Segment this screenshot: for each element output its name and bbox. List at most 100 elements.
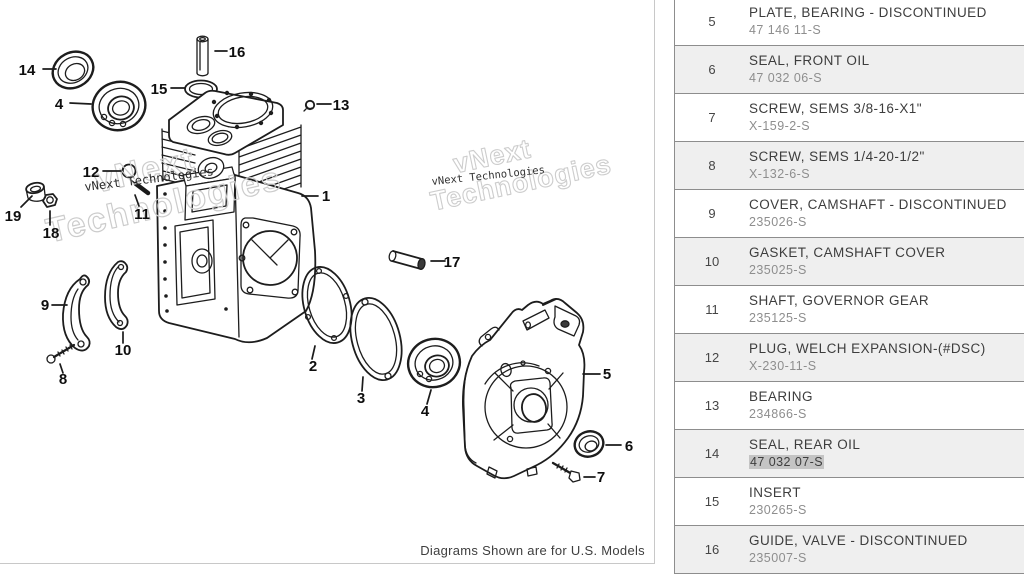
part-number: 235026-S xyxy=(749,215,807,229)
callout-leader-line xyxy=(69,102,92,105)
part-16-valve-guide-illustration xyxy=(196,35,209,77)
part-ref-number: 7 xyxy=(708,110,716,125)
callout-label: 2 xyxy=(309,358,317,375)
part-description-cell: SHAFT, GOVERNOR GEAR 235125-S xyxy=(749,286,1024,333)
part-number: X-132-6-S xyxy=(749,167,811,181)
callout-label: 18 xyxy=(43,225,60,242)
callout-label: 11 xyxy=(134,206,150,223)
table-row[interactable]: 8 SCREW, SEMS 1/4-20-1/2" X-132-6-S xyxy=(675,142,1024,190)
part-number: 47 032 06-S xyxy=(749,71,823,85)
cylinder-head-illustration xyxy=(161,89,302,208)
part-ref-number: 16 xyxy=(704,542,720,557)
part-ref-number: 11 xyxy=(705,302,719,317)
callout-label: 19 xyxy=(5,208,22,225)
part-description-cell: GASKET, CAMSHAFT COVER 235025-S xyxy=(749,238,1024,285)
callout-label: 5 xyxy=(603,366,611,383)
part-11-shaft-illustration xyxy=(131,180,151,196)
part-2-gasket-illustration xyxy=(301,266,353,344)
table-row[interactable]: 14 SEAL, REAR OIL 47 032 07-S xyxy=(675,430,1024,478)
part-number: 235007-S xyxy=(749,551,807,565)
table-row[interactable]: 11 SHAFT, GOVERNOR GEAR 235125-S xyxy=(675,286,1024,334)
part-name: GASKET, CAMSHAFT COVER xyxy=(749,245,946,260)
part-ref-number: 13 xyxy=(704,398,720,413)
part-ref-number: 14 xyxy=(704,446,720,461)
callout-leader-line xyxy=(20,195,33,208)
part-5-bearing-plate-illustration xyxy=(462,298,586,480)
callout-label: 4 xyxy=(421,403,430,420)
part-3-gasket-illustration xyxy=(349,297,403,381)
callout-label: 17 xyxy=(444,254,461,271)
part-name: PLATE, BEARING - DISCONTINUED xyxy=(749,5,987,20)
part-name: COVER, CAMSHAFT - DISCONTINUED xyxy=(749,197,1007,212)
table-row[interactable]: 13 BEARING 234866-S xyxy=(675,382,1024,430)
part-number: 234866-S xyxy=(749,407,807,421)
part-description-cell: INSERT 230265-S xyxy=(749,478,1024,525)
callout-label: 10 xyxy=(115,342,132,359)
callout-label: 15 xyxy=(151,81,168,98)
part-name: SEAL, REAR OIL xyxy=(749,437,861,452)
part-name: BEARING xyxy=(749,389,813,404)
part-14-seal-illustration xyxy=(51,50,95,90)
part-7-screw-illustration xyxy=(551,461,581,483)
part-ref-number: 6 xyxy=(708,62,716,77)
callout-label: 14 xyxy=(19,62,36,79)
part-8-screw-illustration xyxy=(46,343,76,364)
callout-leader-line xyxy=(134,194,140,207)
part-name: SCREW, SEMS 1/4-20-1/2" xyxy=(749,149,925,164)
part-number: 235125-S xyxy=(749,311,807,325)
part-description-cell: PLATE, BEARING - DISCONTINUED 47 146 11-S xyxy=(749,0,1024,45)
callout-label: 7 xyxy=(597,469,605,486)
part-19-plug-illustration xyxy=(25,181,47,202)
part-ref-number: 9 xyxy=(708,206,716,221)
exploded-engine-diagram: vNext Technologies vNext Technologies vN… xyxy=(5,35,634,486)
part-description-cell: COVER, CAMSHAFT - DISCONTINUED 235026-S xyxy=(749,190,1024,237)
callout-label: 1 xyxy=(322,188,330,205)
table-row[interactable]: 9 COVER, CAMSHAFT - DISCONTINUED 235026-S xyxy=(675,190,1024,238)
callout-leader-line xyxy=(59,363,64,374)
part-4-bearing-illustration xyxy=(91,80,147,132)
callout-label: 8 xyxy=(59,371,67,388)
part-17-pin-illustration xyxy=(388,250,426,270)
part-name: SHAFT, GOVERNOR GEAR xyxy=(749,293,930,308)
part-name: SCREW, SEMS 3/8-16-X1" xyxy=(749,101,922,116)
callout-leader-line xyxy=(311,345,316,360)
part-number: X-230-11-S xyxy=(749,359,817,373)
table-row[interactable]: 10 GASKET, CAMSHAFT COVER 235025-S xyxy=(675,238,1024,286)
callout-label: 9 xyxy=(41,297,49,314)
part-12-welch-plug-illustration xyxy=(121,163,137,179)
part-number: 47 032 07-S xyxy=(749,455,1024,469)
callout-label: 6 xyxy=(625,438,633,455)
part-ref-number: 12 xyxy=(704,350,720,365)
callout-leader-line xyxy=(361,376,364,392)
part-description-cell: PLUG, WELCH EXPANSION-(#DSC)X-230-11-S xyxy=(749,334,1024,381)
part-9-camshaft-cover-illustration xyxy=(62,274,91,352)
part-description-cell: SEAL, REAR OIL 47 032 07-S xyxy=(749,430,1024,477)
part-number: 235025-S xyxy=(749,263,807,277)
table-row[interactable]: 12 PLUG, WELCH EXPANSION-(#DSC)X-230-11-S xyxy=(675,334,1024,382)
part-ref-number: 8 xyxy=(708,158,716,173)
callout-label: 13 xyxy=(333,97,350,114)
diagram-caption: Diagrams Shown are for U.S. Models xyxy=(420,543,645,558)
diagram-panel: vNext Technologies vNext Technologies vN… xyxy=(0,0,655,564)
part-13-plug-illustration xyxy=(303,99,316,112)
part-number: 230265-S xyxy=(749,503,807,517)
part-6-seal-illustration xyxy=(573,430,605,458)
part-ref-number: 10 xyxy=(704,254,720,269)
part-4-bearing-lower-illustration xyxy=(406,337,462,389)
part-name: INSERT xyxy=(749,485,801,500)
part-1-crankcase-illustration xyxy=(156,156,317,344)
part-number: 47 146 11-S xyxy=(749,23,822,37)
callout-label: 3 xyxy=(357,390,365,407)
part-description-cell: BEARING 234866-S xyxy=(749,382,1024,429)
